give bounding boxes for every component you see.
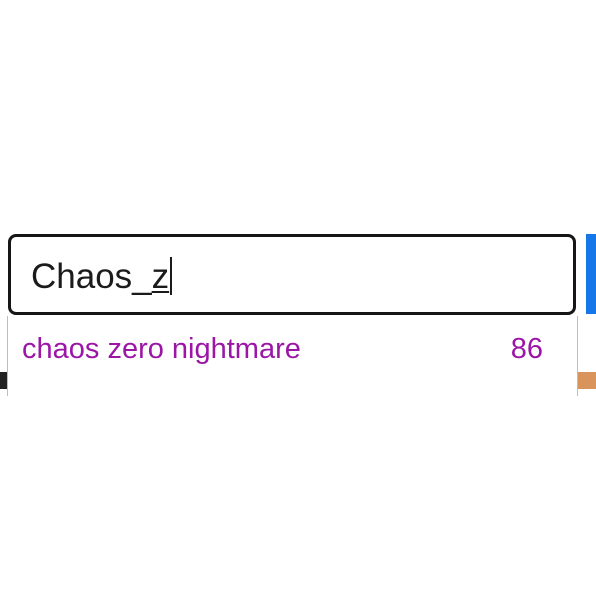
search-input-box[interactable]: Chaos_z [8, 234, 576, 315]
text-caret [170, 257, 173, 295]
suggestion-label: chaos zero nightmare [22, 333, 301, 365]
autocomplete-dropdown: chaos zero nightmare 86 [7, 316, 578, 396]
search-input-last-char: z [151, 257, 170, 296]
search-input[interactable]: Chaos_z [31, 257, 173, 297]
suggestion-count: 86 [510, 333, 543, 365]
background-edge-bar [0, 372, 7, 389]
search-submit-button[interactable] [586, 234, 596, 314]
search-input-text: Chaos_ [31, 257, 152, 296]
background-strip [578, 372, 596, 389]
suggestion-item[interactable]: chaos zero nightmare 86 [8, 316, 577, 382]
